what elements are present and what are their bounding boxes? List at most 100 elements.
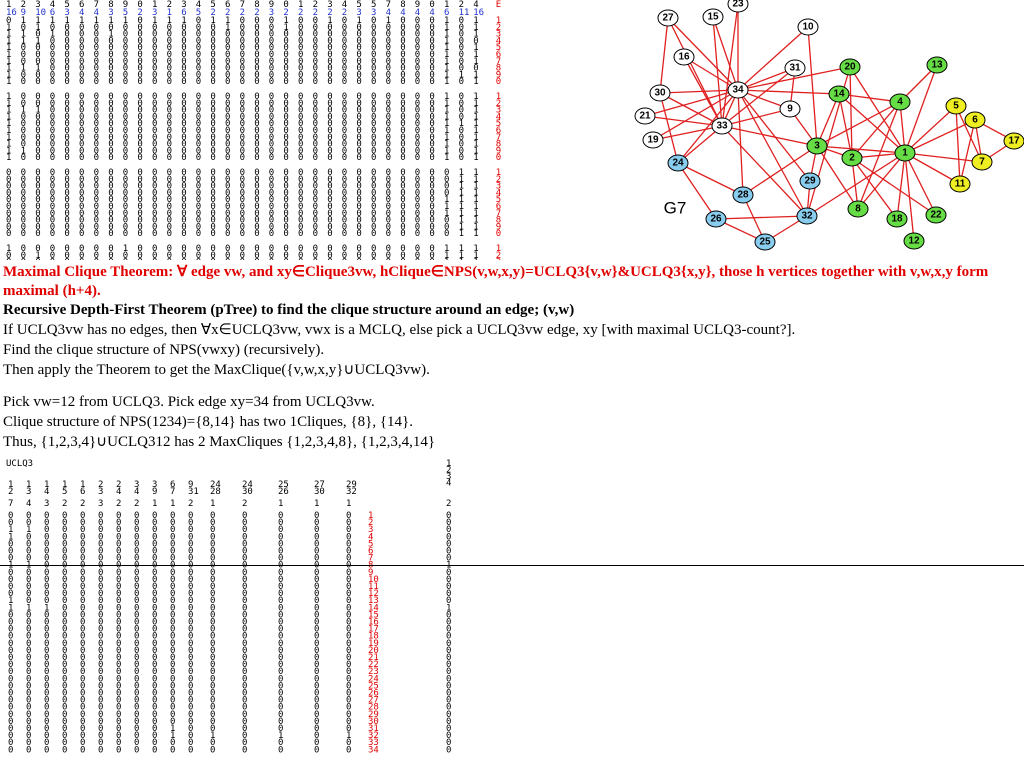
uclq-col-bottom: 6: [80, 487, 85, 497]
matrix-cell: 0: [327, 182, 332, 192]
matrix-cell: 0: [429, 57, 434, 67]
matrix-cell: 0: [35, 175, 40, 185]
matrix-cell: 0: [415, 126, 420, 136]
matrix-cell: 0: [400, 175, 405, 185]
matrix-cell: 0: [298, 106, 303, 116]
matrix-cell: 0: [313, 119, 318, 129]
uclq-row-label: 22: [368, 660, 379, 670]
matrix-cell: 0: [415, 182, 420, 192]
uclq-cell: 0: [314, 554, 319, 564]
matrix-cell: 0: [269, 16, 274, 26]
matrix-cell: 0: [196, 202, 201, 212]
matrix-cell: 0: [240, 153, 245, 163]
uclq-cell: 0: [98, 696, 103, 706]
matrix-cell: 0: [123, 70, 128, 80]
matrix-cell: 0: [371, 216, 376, 226]
matrix-cell: 0: [79, 43, 84, 53]
uclq-cell: 0: [98, 653, 103, 663]
graph-node-label: 6: [972, 115, 978, 126]
matrix-cell: 0: [196, 23, 201, 33]
matrix-cell: 0: [79, 140, 84, 150]
matrix-cell: 1: [473, 188, 478, 198]
graph-node-shape: [1003, 132, 1024, 150]
uclq-cell: 0: [242, 731, 247, 741]
matrix-header-bottom: 2: [313, 8, 318, 18]
matrix-row-label: 8: [496, 140, 501, 150]
uclq-count: 2: [116, 499, 121, 509]
matrix-cell: 0: [254, 36, 259, 46]
matrix-cell: 0: [240, 112, 245, 122]
matrix-cell: 0: [152, 126, 157, 136]
uclq-row-label: 9: [368, 568, 373, 578]
matrix-cell: 1: [473, 126, 478, 136]
matrix-cell: 1: [35, 106, 40, 116]
graph-node-shape: [642, 131, 664, 149]
matrix-cell: 1: [459, 182, 464, 192]
matrix-cell: 0: [298, 258, 303, 260]
matrix-cell: 0: [108, 188, 113, 198]
matrix-cell: 0: [137, 16, 142, 26]
uclq-cell: 0: [188, 689, 193, 699]
matrix-cell: 0: [225, 182, 230, 192]
matrix-cell: 0: [240, 209, 245, 219]
matrix-cell: 0: [64, 140, 69, 150]
uclq-cell: 0: [170, 660, 175, 670]
graph-node: 19: [642, 131, 664, 149]
uclq-cell: 0: [314, 724, 319, 734]
graph-node: 18: [886, 210, 908, 228]
matrix-cell: 0: [64, 119, 69, 129]
uclq-cell: 0: [314, 660, 319, 670]
matrix-cell: 0: [137, 77, 142, 87]
matrix-cell: 0: [94, 182, 99, 192]
matrix-cell: 0: [240, 70, 245, 80]
matrix-cell: 0: [327, 126, 332, 136]
matrix-cell: 0: [167, 195, 172, 205]
uclq-cell: 0: [134, 625, 139, 635]
matrix-cell: 0: [108, 182, 113, 192]
matrix-cell: 0: [240, 251, 245, 260]
matrix-cell: 0: [269, 23, 274, 33]
uclq-cell: 0: [80, 582, 85, 592]
matrix-cell: 0: [123, 216, 128, 226]
matrix-cell: 0: [21, 43, 26, 53]
matrix-cell: 0: [459, 133, 464, 143]
graph-edge: [712, 16, 739, 91]
uclq-cell: 0: [98, 554, 103, 564]
matrix-cell: 0: [313, 216, 318, 226]
uclq-cell: 0: [210, 710, 215, 720]
matrix-cell: 0: [167, 146, 172, 156]
matrix-cell: 0: [415, 77, 420, 87]
matrix-cell: 0: [167, 43, 172, 53]
matrix-cell: 0: [429, 30, 434, 40]
matrix-cell: 0: [35, 70, 40, 80]
matrix-cell: 0: [240, 43, 245, 53]
uclq-row-label: 31: [368, 724, 379, 734]
matrix-header-bottom: 2: [137, 8, 142, 18]
matrix-cell: 0: [269, 188, 274, 198]
matrix-header-top: 1: [152, 0, 157, 10]
matrix-cell: 0: [210, 23, 215, 33]
graph-node-shape: [667, 154, 689, 172]
matrix-cell: 0: [21, 140, 26, 150]
matrix-cell: 0: [181, 258, 186, 260]
uclq-cell: 0: [170, 745, 175, 755]
matrix-cell: 0: [283, 112, 288, 122]
matrix-cell: 0: [108, 50, 113, 60]
uclq-cell: 0: [8, 575, 13, 585]
matrix-cell: 0: [50, 119, 55, 129]
uclq-right-cell: 0: [446, 667, 451, 677]
uclq-cell: 0: [346, 532, 351, 542]
matrix-cell: 0: [21, 153, 26, 163]
rdf-line-1: If UCLQ3vw has no edges, then ∀x∈UCLQ3vw…: [3, 322, 796, 338]
matrix-cell: 0: [356, 43, 361, 53]
matrix-cell: 0: [327, 106, 332, 116]
uclq-col-bottom: 31: [188, 487, 199, 497]
matrix-cell: 0: [64, 30, 69, 40]
uclq-cell: 0: [152, 703, 157, 713]
matrix-cell: 0: [210, 209, 215, 219]
matrix-cell: 0: [386, 188, 391, 198]
graph-node-shape: [971, 153, 993, 171]
uclq-cell: 0: [62, 689, 67, 699]
matrix-cell: 0: [240, 140, 245, 150]
uclq-cell: 0: [188, 532, 193, 542]
